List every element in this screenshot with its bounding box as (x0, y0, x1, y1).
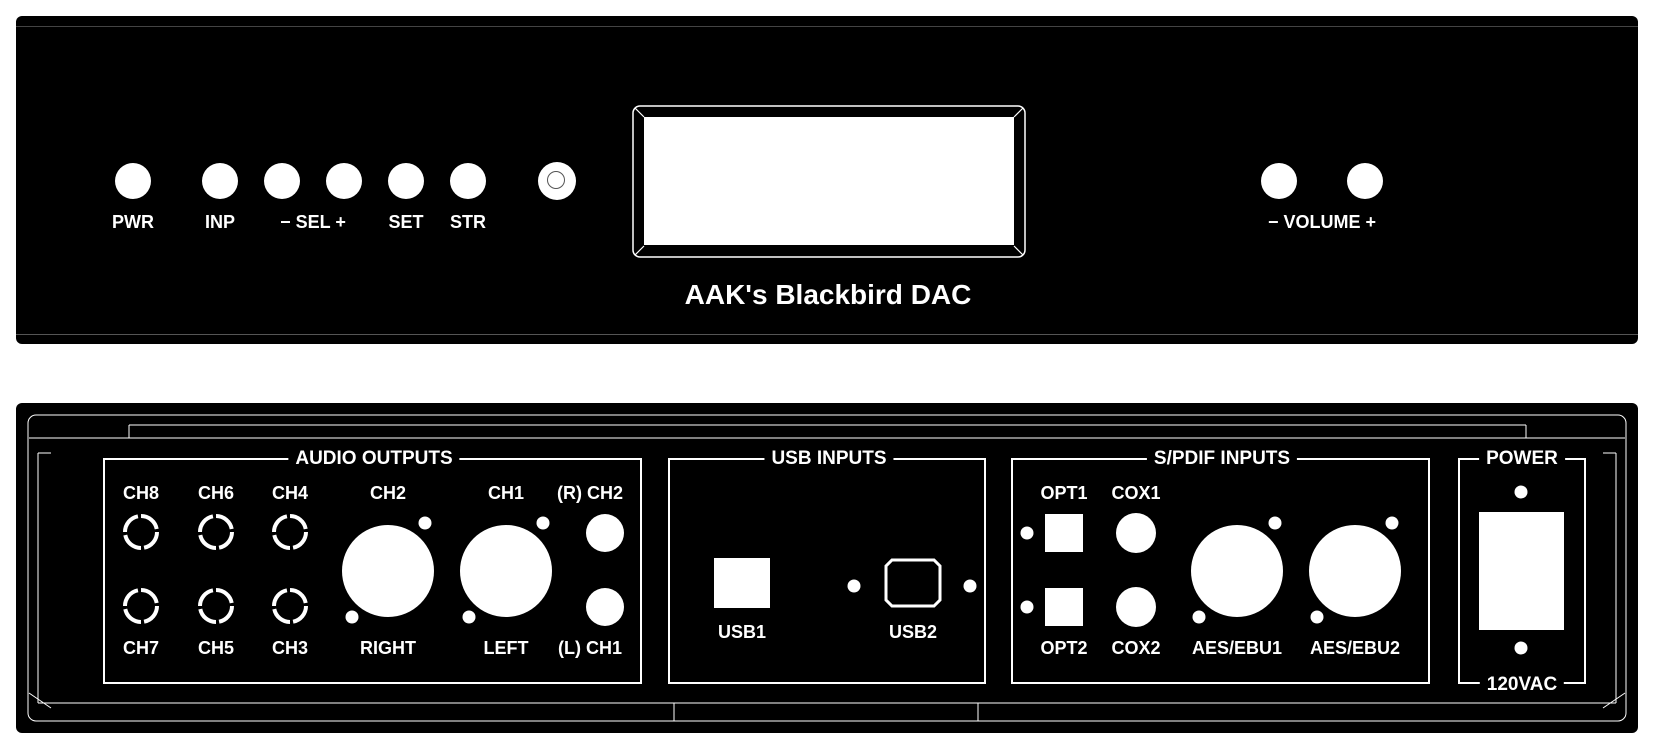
cox2-label: COX2 (1111, 638, 1161, 658)
xlr-left-connector[interactable] (460, 525, 552, 617)
sel-plus-button[interactable] (326, 163, 362, 199)
ir-receiver (538, 162, 576, 200)
usb1-port[interactable] (714, 558, 770, 608)
front-panel-top-edge (16, 26, 1638, 27)
xlr-right-connector[interactable] (342, 525, 434, 617)
power-inlet[interactable] (1479, 512, 1564, 630)
rca-ch3-jack[interactable] (270, 586, 310, 626)
opt1-port[interactable] (1045, 514, 1083, 552)
front-panel-bottom-edge (16, 334, 1638, 335)
volume-minus-button[interactable] (1261, 163, 1297, 199)
usb2-screw-right (963, 579, 977, 593)
pwr-label: PWR (112, 212, 154, 232)
coax-l-ch1-jack[interactable] (586, 588, 624, 626)
sel-label: − SEL + (280, 212, 346, 232)
xlr-left-screw-top (536, 516, 550, 530)
aes-ebu1-screw-bottom (1192, 610, 1206, 624)
cox2-jack[interactable] (1116, 587, 1156, 627)
display-bezel (632, 105, 1026, 258)
audio-outputs-group: AUDIO OUTPUTS (103, 448, 642, 684)
display-screen (644, 117, 1014, 245)
rca-ch7-label: CH7 (122, 638, 160, 658)
xlr-right-screw-top (418, 516, 432, 530)
rca-ch5-jack[interactable] (196, 586, 236, 626)
aes-ebu1-label: AES/EBU1 (1191, 638, 1283, 658)
rca-ch7-jack[interactable] (121, 586, 161, 626)
rca-ch8-label: CH8 (122, 483, 160, 503)
power-group: POWER 120VAC (1458, 448, 1586, 696)
spdif-inputs-group: S/PDIF INPUTS (1011, 448, 1430, 684)
opt1-screw (1020, 526, 1034, 540)
volume-label: − VOLUME + (1267, 212, 1377, 232)
rca-ch4-label: CH4 (271, 483, 309, 503)
volume-plus-button[interactable] (1347, 163, 1383, 199)
str-label: STR (450, 212, 486, 232)
cox1-label: COX1 (1111, 483, 1161, 503)
inp-button[interactable] (202, 163, 238, 199)
str-button[interactable] (450, 163, 486, 199)
rca-ch6-label: CH6 (197, 483, 235, 503)
xlr-left-screw-bottom (462, 610, 476, 624)
rca-ch4-jack[interactable] (270, 512, 310, 552)
aes-ebu2-screw-top (1385, 516, 1399, 530)
xlr-left-label: LEFT (483, 638, 529, 658)
aes-ebu2-screw-bottom (1310, 610, 1324, 624)
power-screw-top (1514, 485, 1528, 499)
usb1-label: USB1 (717, 622, 767, 642)
inp-label: INP (204, 212, 236, 232)
opt2-port[interactable] (1045, 588, 1083, 626)
pwr-button[interactable] (115, 163, 151, 199)
rear-panel-frame (27, 414, 1627, 722)
power-voltage-label: 120VAC (1479, 674, 1565, 696)
usb2-label: USB2 (888, 622, 938, 642)
spdif-inputs-title: S/PDIF INPUTS (1146, 448, 1298, 470)
display-bezel-frame (632, 105, 1026, 258)
coax-r-ch2-jack[interactable] (586, 514, 624, 552)
aes-ebu2-connector[interactable] (1309, 525, 1401, 617)
usb2-port[interactable] (884, 558, 942, 608)
rca-ch6-jack[interactable] (196, 512, 236, 552)
xlr-right-screw-bottom (345, 610, 359, 624)
opt1-label: OPT1 (1040, 483, 1088, 503)
coax-r-ch2-label: (R) CH2 (557, 483, 623, 503)
device-title: AAK's Blackbird DAC (684, 279, 972, 310)
rca-ch8-jack[interactable] (121, 512, 161, 552)
ir-receiver-lens (547, 171, 565, 189)
sel-minus-button[interactable] (264, 163, 300, 199)
aes-ebu2-label: AES/EBU2 (1309, 638, 1401, 658)
opt2-screw (1020, 600, 1034, 614)
aes-ebu1-screw-top (1268, 516, 1282, 530)
power-title: POWER (1479, 448, 1565, 470)
opt2-label: OPT2 (1040, 638, 1088, 658)
audio-outputs-title: AUDIO OUTPUTS (288, 448, 460, 470)
set-label: SET (388, 212, 424, 232)
usb-inputs-group: USB INPUTS (668, 448, 986, 684)
cox1-jack[interactable] (1116, 513, 1156, 553)
xlr-ch1-label: CH1 (487, 483, 525, 503)
aes-ebu1-connector[interactable] (1191, 525, 1283, 617)
usb2-screw-left (847, 579, 861, 593)
xlr-ch2-label: CH2 (369, 483, 407, 503)
xlr-right-label: RIGHT (360, 638, 416, 658)
rca-ch5-label: CH5 (197, 638, 235, 658)
set-button[interactable] (388, 163, 424, 199)
coax-l-ch1-label: (L) CH1 (558, 638, 622, 658)
power-screw-bottom (1514, 641, 1528, 655)
usb-inputs-title: USB INPUTS (764, 448, 894, 470)
rca-ch3-label: CH3 (271, 638, 309, 658)
